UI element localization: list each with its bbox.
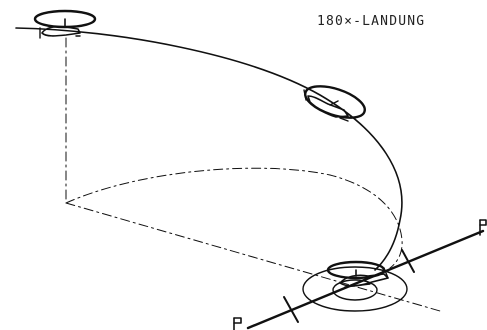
landing-axis — [246, 229, 485, 330]
landing-pad-inner-ring — [332, 279, 378, 301]
ground-track-arc — [65, 167, 403, 269]
helicopter-start-icon — [33, 9, 97, 39]
diagram-title: 180×-LANDUNG — [317, 14, 425, 29]
helicopter-midflight-icon — [303, 85, 366, 122]
helicopter-landing-icon — [326, 260, 389, 288]
landing-pad-outer-ring — [302, 266, 408, 312]
axis-tick-left — [283, 296, 299, 323]
flag-right — [479, 219, 487, 236]
flag-left — [233, 317, 242, 330]
ground-projection-line — [65, 202, 441, 312]
flight-path — [15, 27, 403, 271]
axis-tick-right — [401, 249, 415, 273]
